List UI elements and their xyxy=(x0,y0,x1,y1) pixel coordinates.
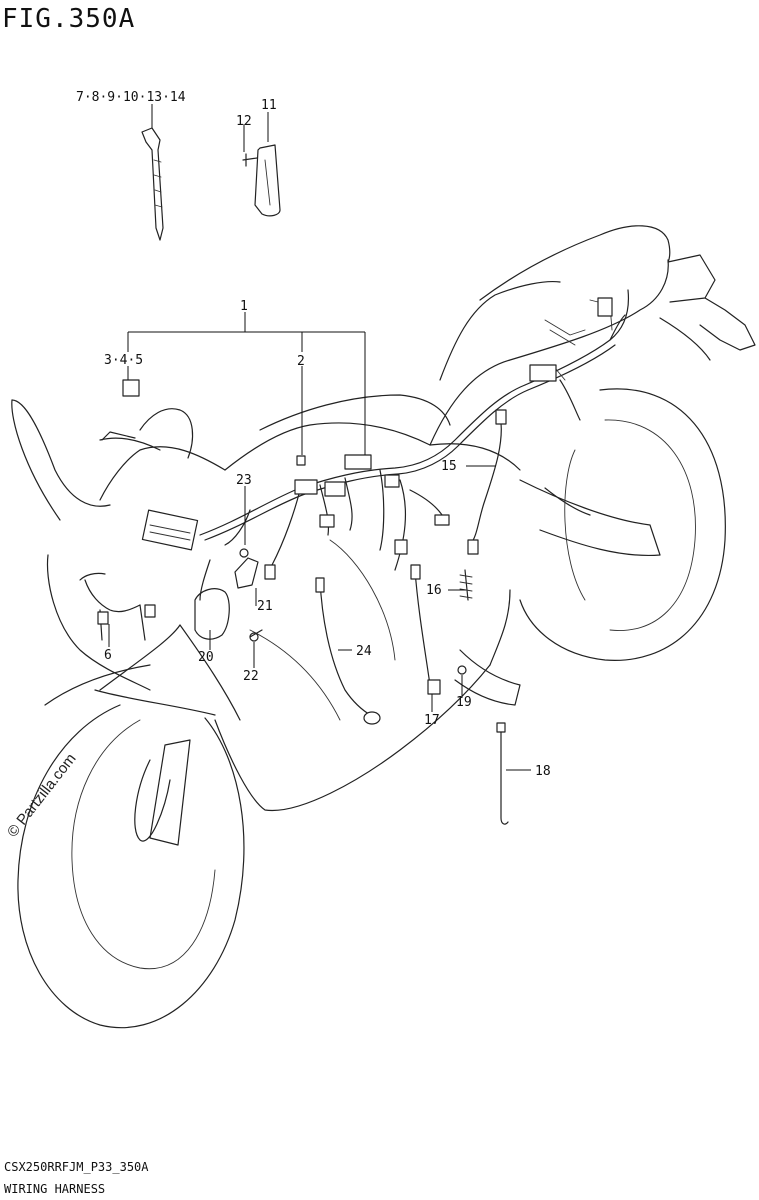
harness-wires xyxy=(84,289,630,641)
callout-6: 6 xyxy=(104,648,112,663)
figure-caption: WIRING HARNESS xyxy=(4,1182,106,1196)
spring-part-16 xyxy=(459,569,473,601)
lead-wire-17 xyxy=(410,564,441,695)
clamp-part xyxy=(242,144,281,217)
figure-code: CSX250RRFJM_P33_350A xyxy=(4,1160,149,1174)
callout-22: 22 xyxy=(243,669,259,684)
callout-21: 21 xyxy=(257,599,273,614)
callout-17: 17 xyxy=(424,713,440,728)
lead-wire-15 xyxy=(467,409,507,555)
callout-2: 2 xyxy=(297,354,305,369)
callout-23: 23 xyxy=(236,473,252,488)
callout-labels: 7·8·9·10·13·14 11 12 1 2 3·4·5 23 15 16 … xyxy=(76,90,551,779)
fuse-clip-part xyxy=(296,455,306,466)
callout-19: 19 xyxy=(456,695,472,710)
callout-1: 1 xyxy=(240,299,248,314)
callout-20: 20 xyxy=(198,650,214,665)
callout-7-14: 7·8·9·10·13·14 xyxy=(76,90,186,105)
callout-3-5: 3·4·5 xyxy=(104,353,143,368)
leader-lines xyxy=(108,104,531,771)
lead-wire-24 xyxy=(315,577,381,725)
sensor-wire-18 xyxy=(496,722,509,825)
figure-title: FIG.350A xyxy=(2,4,136,34)
cable-tie-part xyxy=(141,127,164,241)
nut-part-19 xyxy=(457,665,467,675)
callout-15: 15 xyxy=(441,459,457,474)
relay-part xyxy=(122,379,140,397)
callout-12: 12 xyxy=(236,114,252,129)
bracket-part-21 xyxy=(234,548,259,589)
callout-18: 18 xyxy=(535,764,551,779)
bolt-part-22 xyxy=(249,629,263,642)
motorcycle-outline xyxy=(11,225,756,1029)
callout-16: 16 xyxy=(426,583,442,598)
callout-24: 24 xyxy=(356,644,372,659)
callout-11: 11 xyxy=(261,98,277,113)
